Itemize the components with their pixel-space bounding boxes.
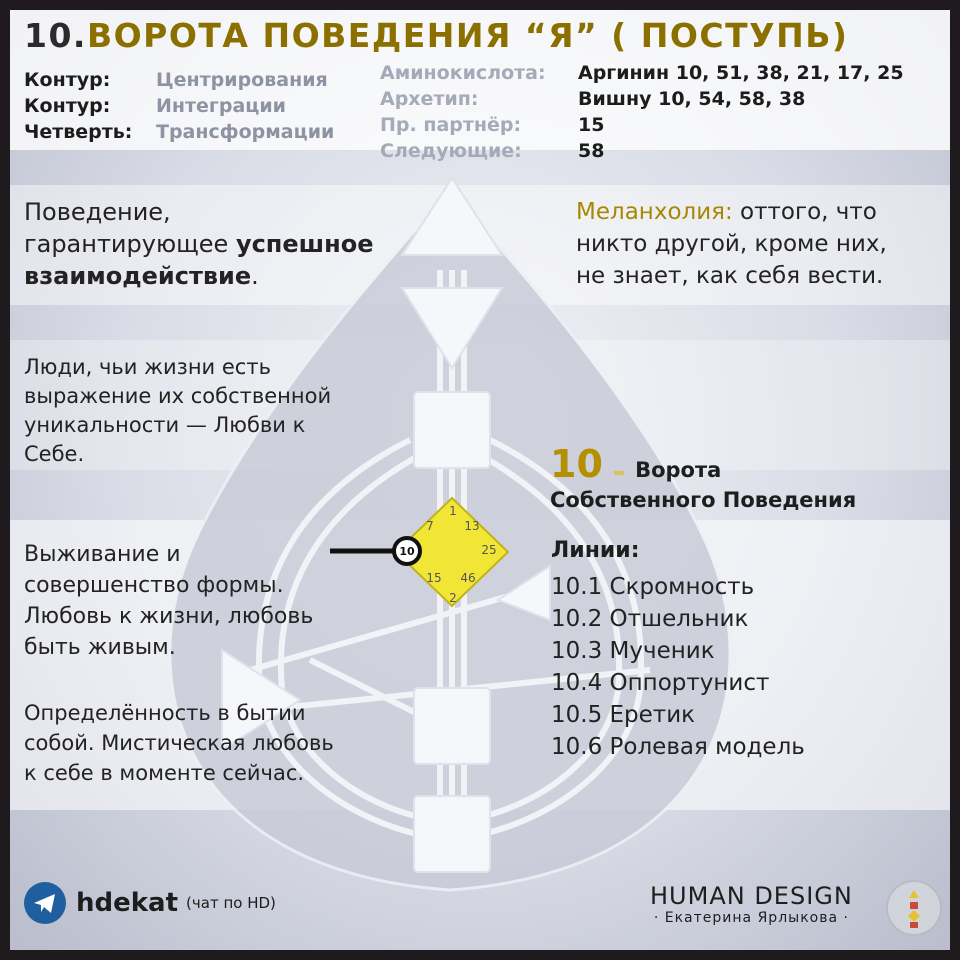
g-gate-25: 25: [481, 543, 496, 557]
people-text: Люди, чьи жизни есть выражение их собств…: [24, 355, 332, 466]
brand-block: HUMAN DESIGN · Екатерина Ярлыкова ·: [650, 882, 853, 926]
telegram-note: (чат по HD): [186, 894, 276, 912]
meta-row: Аминокислота:Аргинин 10, 51, 38, 21, 17,…: [380, 62, 904, 84]
gate-title-line1: Ворота: [635, 458, 722, 482]
gate-heading: 10 Ворота Собственного Поведения: [550, 442, 856, 512]
sacral-center: [413, 687, 491, 765]
telegram-link[interactable]: hdekat (чат по HD): [24, 882, 276, 924]
meta-row: Пр. партнёр:15: [380, 114, 605, 136]
gate-title-line2: Собственного Поведения: [550, 488, 857, 512]
g-gate-13: 13: [464, 519, 479, 533]
melancholy-label: Меланхолия:: [576, 199, 733, 225]
gate-10-marker: [392, 536, 422, 566]
g-gate-15: 15: [426, 571, 441, 585]
meta-left: Контур:Центрирования Контур:Интеграции Ч…: [24, 67, 334, 145]
bodygraph: 1 7 13 25 15 46 2 10: [168, 176, 732, 892]
survival-text: Выживание и совершенство формы. Любовь к…: [24, 542, 314, 660]
g-gate-1: 1: [449, 504, 457, 518]
list-item: 10.4 Оппортунист: [551, 670, 770, 696]
telegram-handle: hdekat: [76, 888, 179, 918]
lines-header: Линии:: [551, 538, 640, 563]
throat-center: [413, 391, 491, 469]
title-number: 10.: [24, 16, 87, 55]
gate-number: 10: [550, 442, 603, 486]
head-center: [400, 176, 504, 256]
telegram-icon: [24, 882, 66, 924]
meta-row: Следующие:58: [380, 140, 605, 162]
brand-author: · Екатерина Ярлыкова ·: [653, 910, 849, 926]
meta-row: Архетип:Вишну 10, 54, 58, 38: [380, 88, 806, 110]
g-gate-2: 2: [449, 591, 457, 605]
meta-row: Контур:Центрирования: [24, 69, 328, 91]
list-item: 10.1 Скромность: [551, 574, 755, 600]
g-center: [394, 496, 510, 608]
brand-title: HUMAN DESIGN: [650, 882, 853, 910]
meta-right: Аминокислота:Аргинин 10, 51, 38, 21, 17,…: [380, 60, 904, 164]
brand-logo-icon: [886, 880, 942, 936]
spleen-center: [221, 648, 302, 752]
ego-center: [495, 564, 551, 622]
g-gate-46: 46: [460, 571, 475, 585]
list-item: 10.6 Ролевая модель: [551, 734, 805, 760]
page-title: 10.ВОРОТА ПОВЕДЕНИЯ “Я” ( ПОСТУПЬ): [24, 16, 848, 55]
list-item: 10.5 Еретик: [551, 702, 696, 728]
g-gate-7: 7: [426, 519, 434, 533]
meta-row: Четверть:Трансформации: [24, 121, 335, 143]
list-item: 10.3 Мученик: [551, 638, 715, 664]
melancholy-text: Меланхолия: оттого, что никто другой, кр…: [576, 199, 887, 289]
meta-row: Контур:Интеграции: [24, 95, 286, 117]
list-item: 10.2 Отшельник: [551, 606, 749, 632]
header-band: [10, 10, 950, 150]
infographic-card: 1 7 13 25 15 46 2 10 10.ВОРОТА ПОВЕДЕНИЯ…: [10, 10, 950, 950]
behavior-text: Поведение, гарантирующее успешное взаимо…: [24, 198, 374, 290]
certainty-text: Определённость в бытии собой. Мистическа…: [24, 701, 334, 785]
gate-10-label: 10: [399, 545, 415, 558]
root-center: [413, 795, 491, 873]
lines-list: Линии: 10.1 Скромность 10.2 Отшельник 10…: [551, 538, 805, 763]
ajna-center: [400, 287, 504, 370]
title-text: ВОРОТА ПОВЕДЕНИЯ “Я” ( ПОСТУПЬ): [86, 16, 849, 55]
